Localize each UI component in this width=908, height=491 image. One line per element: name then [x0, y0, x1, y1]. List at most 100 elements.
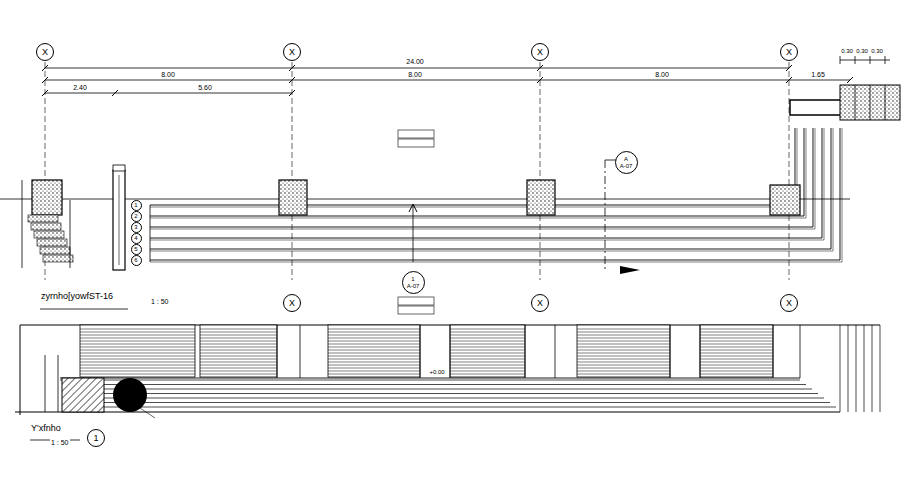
shutter-slat	[200, 350, 277, 351]
shutter-slat	[328, 359, 420, 360]
dimension-tick	[537, 65, 543, 71]
edge-line	[20, 325, 21, 415]
title-bubble: 1	[87, 429, 105, 447]
roller-shutter	[577, 325, 670, 377]
dimension-text: 0.30	[840, 48, 854, 55]
shutter-slat	[328, 365, 420, 366]
step-edge	[150, 128, 842, 262]
bubble-text: A-07	[407, 283, 420, 289]
shutter-slat	[80, 344, 195, 345]
shutter-slat	[577, 329, 670, 330]
shutter-slat	[577, 341, 670, 342]
stair-line	[72, 398, 824, 399]
title-text: 1 : 50	[50, 439, 70, 447]
column	[279, 180, 307, 215]
shutter-slat	[328, 347, 420, 348]
shutter-slat	[450, 338, 525, 339]
step-detail	[28, 215, 58, 222]
shutter-slat	[200, 335, 277, 336]
shutter-slat	[328, 371, 420, 372]
step-number: 3	[131, 222, 142, 233]
dimension-text: 0.30	[855, 48, 869, 55]
stair-line	[69, 393, 818, 394]
step-detail	[31, 223, 61, 230]
shutter-slat	[700, 374, 773, 375]
pier-edge	[300, 325, 301, 378]
shutter-slat	[200, 332, 277, 333]
step-edge	[150, 128, 833, 251]
dimension-text: 0.30	[870, 48, 884, 55]
title-text: Y'xfnho	[30, 424, 62, 434]
shutter-slat	[577, 353, 670, 354]
step-number: 5	[131, 244, 142, 255]
dimension-text: 8.00	[160, 71, 176, 79]
bubble-text: A-07	[620, 163, 633, 169]
step-edge	[150, 128, 797, 207]
level-mark: +0.00	[428, 369, 445, 376]
end-wall-line	[848, 325, 849, 412]
bubble-text: 6	[134, 257, 137, 263]
shutter-slat	[700, 347, 773, 348]
pier-edge	[450, 325, 451, 378]
bubble-text: X	[289, 48, 295, 57]
dimension-tick	[42, 90, 48, 96]
shutter-slat	[450, 362, 525, 363]
dimension-text: 24.00	[405, 58, 425, 66]
shutter-slat	[700, 332, 773, 333]
shutter-slat	[328, 332, 420, 333]
shutter-slat	[700, 338, 773, 339]
shutter-slat	[577, 338, 670, 339]
pier-edge	[525, 325, 526, 378]
bubble-text: X	[42, 48, 48, 57]
grid-bubble: X	[780, 294, 798, 312]
shutter-slat	[80, 329, 195, 330]
shutter-slat	[450, 365, 525, 366]
step-edge	[150, 128, 806, 218]
shutter-slat	[450, 353, 525, 354]
shutter-slat	[700, 329, 773, 330]
pier-edge	[670, 325, 671, 378]
shutter-slat	[80, 353, 195, 354]
title-text: 1 : 50	[150, 298, 170, 306]
shutter-slat	[577, 371, 670, 372]
shutter-slat	[80, 371, 195, 372]
shutter-slat	[577, 359, 670, 360]
shutter-slat	[200, 347, 277, 348]
dimension-tick	[885, 56, 886, 64]
dimension-tick	[537, 77, 543, 83]
roller-shutter	[80, 325, 195, 377]
shutter-slat	[450, 368, 525, 369]
shutter-slat	[80, 368, 195, 369]
shutter-slat	[450, 341, 525, 342]
stair-line	[63, 384, 806, 385]
bubble-text: X	[537, 48, 543, 57]
shutter-slat	[328, 362, 420, 363]
step-edge	[150, 205, 151, 262]
shutter-slat	[450, 359, 525, 360]
step-edge	[150, 128, 795, 205]
shutter-slat	[577, 368, 670, 369]
roller-shutter	[700, 325, 773, 377]
shutter-slat	[700, 335, 773, 336]
dimension-tick	[786, 77, 792, 83]
edge-line	[45, 355, 46, 412]
grid-line	[540, 62, 541, 280]
title-underline	[40, 309, 128, 310]
shutter-slat	[450, 329, 525, 330]
section-arrow	[620, 266, 640, 274]
shutter-slat	[328, 341, 420, 342]
pier-edge	[800, 325, 801, 378]
bubble-text: X	[537, 299, 543, 308]
dimension-tick	[289, 77, 295, 83]
stair-line	[75, 402, 830, 403]
stair-line	[60, 380, 800, 381]
dimension-text: 8.00	[407, 71, 423, 79]
end-wall-line	[864, 325, 865, 412]
wall-joint	[855, 85, 856, 120]
shutter-slat	[200, 365, 277, 366]
shutter-slat	[328, 374, 420, 375]
shutter-slat	[577, 350, 670, 351]
bubble-text: X	[786, 299, 792, 308]
shutter-slat	[450, 356, 525, 357]
step-edge	[150, 128, 840, 260]
